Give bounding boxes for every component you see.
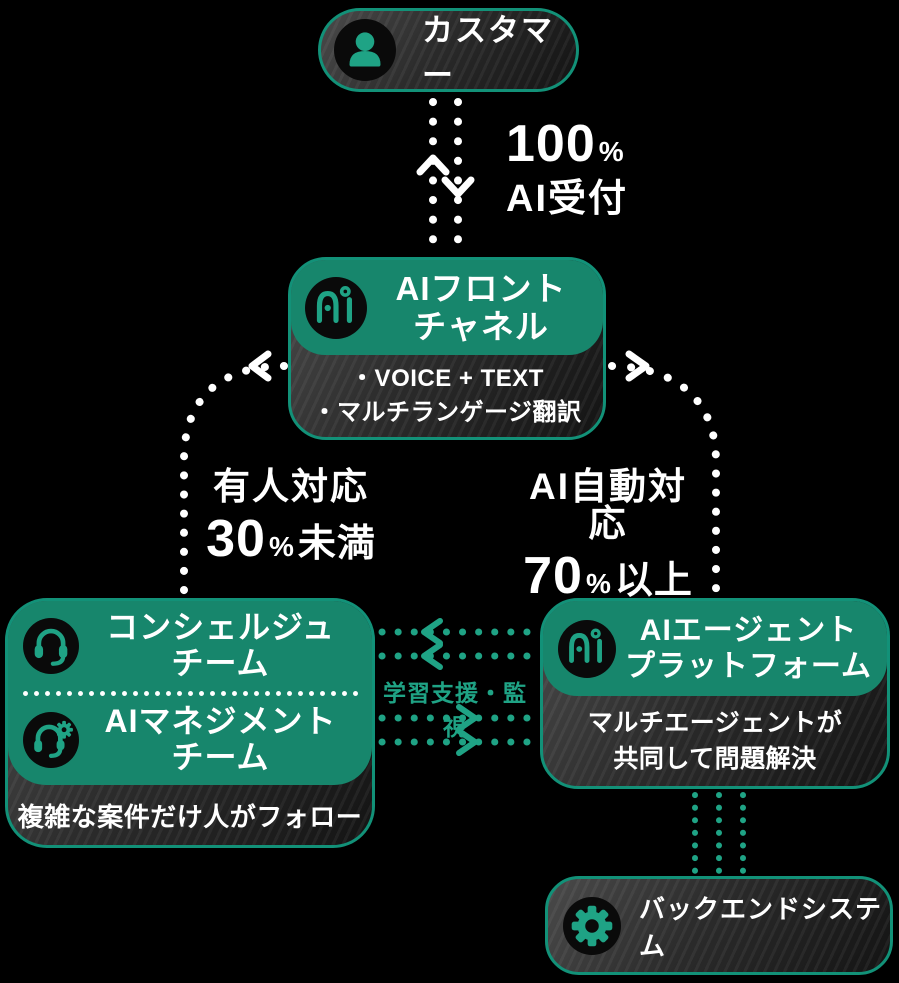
headset-icon [23,617,79,674]
front-channel-title-line2: チャネル [413,307,549,345]
human-branch-percent-sign: % [268,531,294,562]
team-note: 複雑な案件だけ人がフォロー [17,801,363,832]
ai-branch-stat: AI自動対応 70 % 以上 [512,468,704,602]
chevron-right-icon [625,350,650,382]
platform-title-line2: プラットフォーム [624,649,873,683]
top-flow-value: 100 [506,115,596,173]
ai-branch-suffix: 以上 [614,560,693,602]
gear-icon [563,896,621,955]
front-channel-bullet2: ・マルチランゲージ翻訳 [312,399,582,426]
dotted-divider [20,690,360,696]
top-flow-caption: AI受付 [506,178,629,220]
customer-node: カスタマー [318,8,579,92]
human-branch-value: 30 [206,510,266,568]
backend-label: バックエンドシステム [639,893,883,961]
front-to-team-dotted-curve [180,362,288,596]
platform-title-line1: AIエージェント [639,613,858,647]
headset-gear-icon [23,712,79,769]
ai-logo-icon [558,619,616,678]
ai-logo-icon [305,276,367,339]
learning-support-label: 学習支援・監視 [383,680,527,740]
backend-system-node: バックエンドシステム [545,876,893,975]
ai-agent-platform-node: AIエージェント プラットフォーム マルチエージェントが 共同して問題解決 [540,598,890,789]
top-flow-stat: 100 % AI受付 [506,118,628,218]
concierge-team-line2: チーム [171,644,270,681]
chevron-right-icon [456,704,478,732]
ai-management-team-row: AIマネジメント チーム [8,696,372,786]
chevron-left-icon [421,642,443,670]
ai-branch-percent-sign: % [585,568,611,599]
human-branch-caption: 有人対応 [213,466,369,507]
ai-branch-value: 70 [523,547,583,605]
chevron-down-icon [441,176,475,198]
ai-management-team-line1: AIマネジメント [104,703,337,740]
top-flow-percent-sign: % [598,136,624,167]
human-branch-suffix: 未満 [297,523,376,565]
ai-branch-caption: AI自動対応 [529,466,687,544]
person-icon [334,19,396,81]
chevron-up-icon [416,154,450,176]
chevron-left-icon [248,350,272,382]
ai-management-team-line2: チーム [171,739,270,776]
ai-front-channel-node: AIフロント チャネル ・VOICE + TEXT ・マルチランゲージ翻訳 [288,257,606,440]
platform-note-line2: 共同して問題解決 [613,745,817,773]
human-teams-node: コンシェルジュ チーム [5,598,375,848]
platform-note-line1: マルチエージェントが [587,708,843,737]
human-branch-stat: 有人対応 30 % 未満 [198,468,384,565]
concierge-team-row: コンシェルジュ チーム [8,601,372,691]
front-channel-bullet1: ・VOICE + TEXT [350,364,544,392]
chevron-left-icon [421,618,443,646]
front-channel-title-line1: AIフロント [395,269,567,307]
chevron-right-icon [456,728,478,756]
customer-label: カスタマー [422,13,554,92]
front-to-platform-dotted-curve [608,362,720,594]
concierge-team-line1: コンシェルジュ [106,608,335,645]
